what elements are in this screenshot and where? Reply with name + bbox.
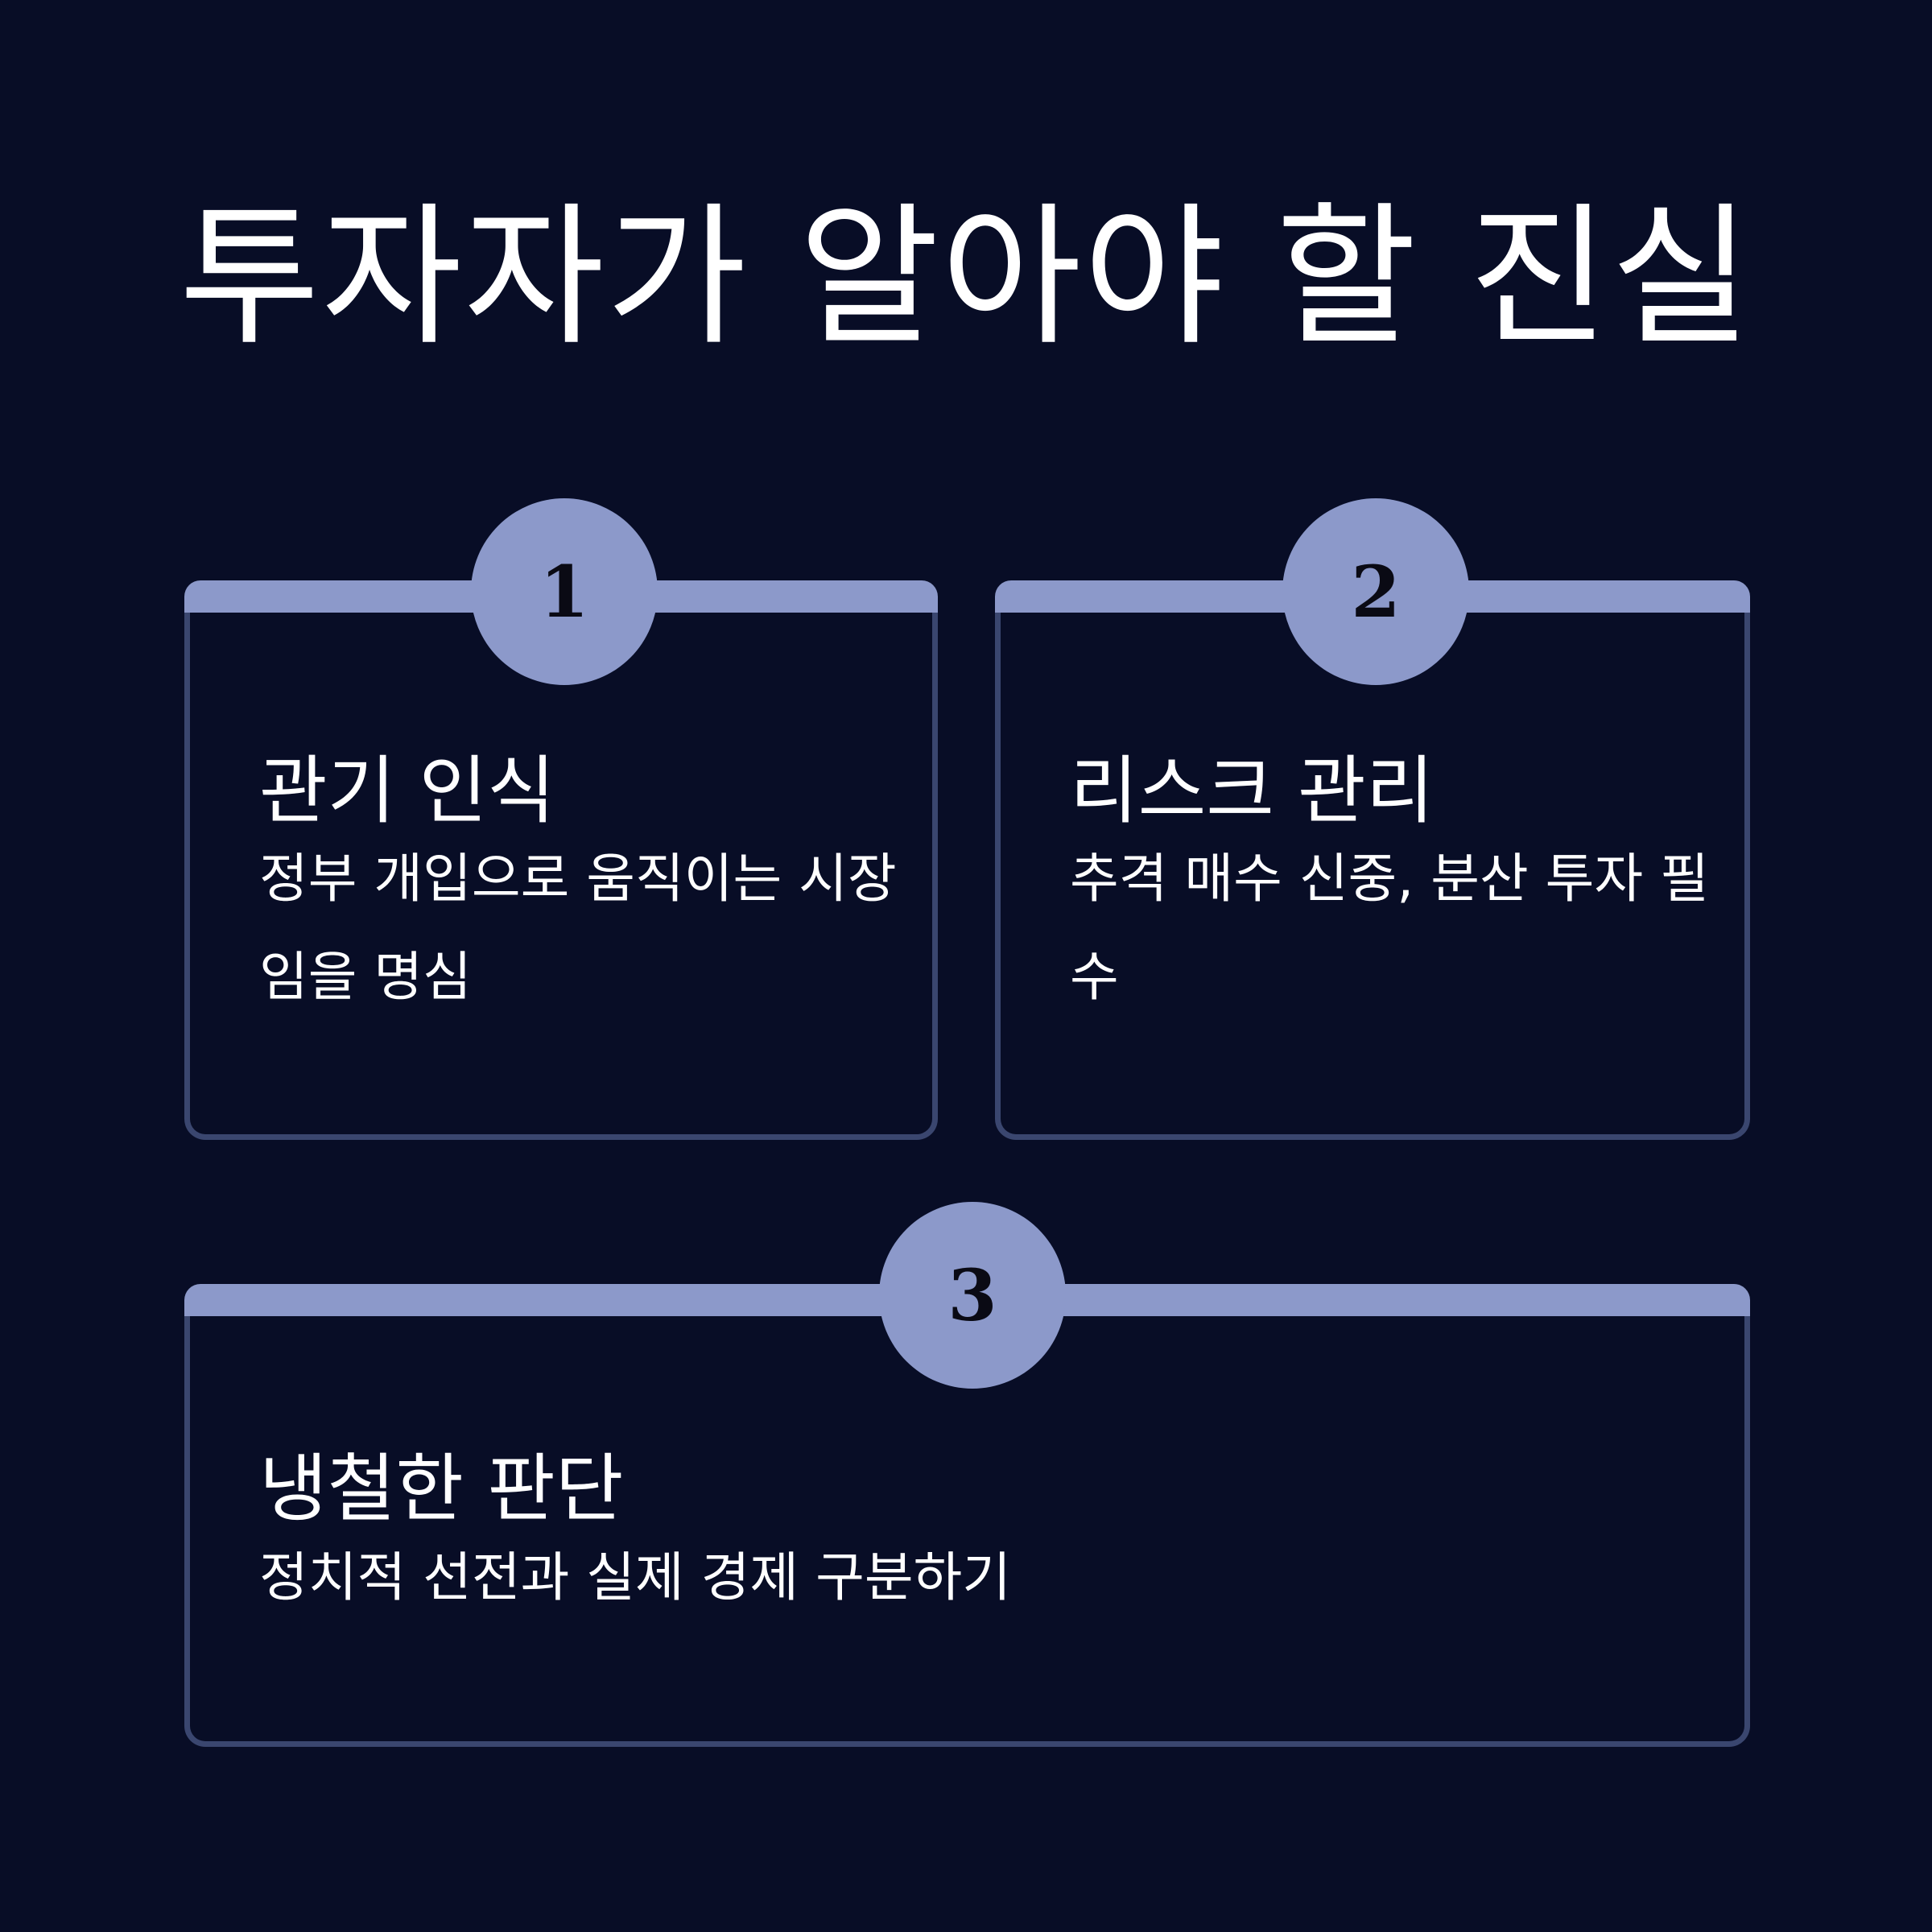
card-title: 리스크 관리 <box>1070 748 1435 834</box>
number-badge-3: 3 <box>879 1202 1066 1389</box>
info-card-2: 2 리스크 관리 추격 매수 신중, 분산 투자 필수 <box>995 498 1750 1140</box>
badge-number: 1 <box>539 550 589 634</box>
card-title: 냉철한 판단 <box>259 1446 624 1532</box>
info-card-1: 1 관기 인식 정부 개입으로 움직이는 시장임을 명심 <box>184 498 938 1140</box>
card-description: 추격 매수 신중, 분산 투자 필수 <box>1070 848 1709 1008</box>
number-badge-1: 1 <box>471 498 658 685</box>
badge-number: 3 <box>947 1253 997 1337</box>
card-title: 관기 인식 <box>259 748 555 834</box>
number-badge-2: 2 <box>1282 498 1469 685</box>
card-description: 정치적 선전과 실제 경제 구분하기 <box>259 1546 1011 1608</box>
info-card-3: 3 냉철한 판단 정치적 선전과 실제 경제 구분하기 <box>184 1202 1750 1747</box>
badge-number: 2 <box>1351 550 1401 634</box>
card-description: 정부 개입으로 움직이는 시장임을 명심 <box>259 848 897 1008</box>
page-title: 투자자가 알아야 할 진실 <box>179 188 1753 366</box>
